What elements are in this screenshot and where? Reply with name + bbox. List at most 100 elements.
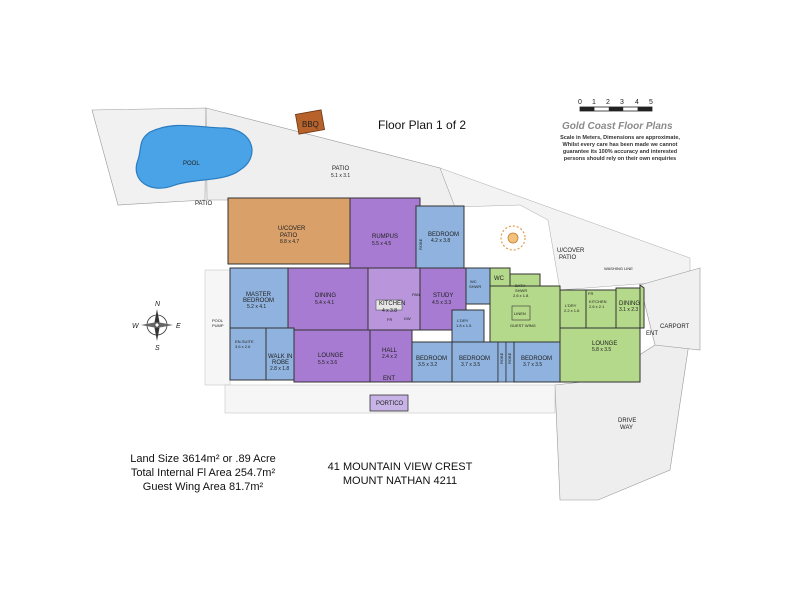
ent-front-label: ENT [383, 376, 395, 382]
carport-label: CARPORT [660, 324, 690, 330]
compass-e: E [176, 323, 181, 330]
robe-label-top: ROBE [418, 238, 423, 250]
room-linen [511, 305, 531, 321]
carport-area [639, 267, 701, 351]
study-name: STUDY [433, 293, 453, 299]
ucover-patio-dim: 8.8 x 4.7 [280, 239, 299, 245]
dining-dim: 5.4 x 4.1 [315, 300, 334, 306]
bedroom-1-dim: 3.5 x 3.2 [418, 362, 437, 368]
fr-label-guest: FR [588, 291, 593, 296]
walkin-name-2: ROBE [272, 360, 289, 366]
room-guest-dining [615, 287, 645, 329]
robe-label-b: ROBE [507, 352, 512, 364]
room-lounge [293, 329, 371, 383]
guest-wing-label: GUEST WING [510, 323, 536, 328]
ldry-dim: 1.8 x 1.5 [456, 323, 472, 328]
guest-ldry-name: L'DRY [565, 303, 577, 308]
guest-dining-dim: 3.1 x 2.3 [619, 307, 638, 313]
area-summary: Land Size 3614m² or .89 Acre Total Inter… [108, 452, 298, 494]
brand-disclaimer: Scale in Meters, Dimensions are approxim… [545, 135, 695, 163]
internal-area: Total Internal Fl Area 254.7m² [130, 467, 276, 479]
ucover-patio-right-label-2: PATIO [559, 255, 576, 261]
pool-pump-label-2: PUMP [212, 323, 224, 328]
portico-label: PORTICO [376, 401, 404, 407]
scale-tick-5: 5 [649, 99, 653, 106]
lounge-name: LOUNGE [318, 353, 343, 359]
scale-tick-3: 3 [620, 99, 624, 106]
bedroom-3-name: BEDROOM [521, 356, 552, 362]
master-name: MASTER [246, 292, 272, 298]
scale-bar [579, 106, 653, 112]
patio-top-label: PATIO [332, 166, 349, 172]
walkin-dim: 2.8 x 1.8 [270, 366, 289, 372]
brand-name: Gold Coast Floor Plans [562, 121, 673, 132]
room-bedroom-2 [451, 341, 499, 383]
guest-wing-area: Guest Wing Area 81.7m² [142, 481, 264, 493]
room-master [229, 267, 289, 329]
hall-name: HALL [382, 348, 398, 354]
address-line-2: MOUNT NATHAN 4211 [342, 475, 458, 487]
guest-ldry-dim: 2.2 x 1.6 [564, 308, 580, 313]
wc-guest-label: WC [494, 276, 505, 282]
disclaimer-line-3: guarantee its 100% accuracy and interest… [562, 149, 678, 155]
room-kitchen [367, 267, 421, 331]
tree-icon [500, 225, 526, 251]
bedroom-2-name: BEDROOM [459, 356, 490, 362]
room-ucover-patio [227, 197, 351, 265]
rumpus-dim: 5.5 x 4.5 [372, 241, 391, 247]
disclaimer-line-1: Scale in Meters, Dimensions are approxim… [560, 135, 680, 141]
compass-n: N [155, 301, 161, 308]
page-title: Floor Plan 1 of 2 [378, 118, 467, 132]
scale-tick-2: 2 [606, 99, 610, 106]
wc-shwr-name: WC [470, 279, 477, 284]
bedroom-top-dim: 4.2 x 3.8 [431, 238, 450, 244]
room-ldry [451, 309, 485, 343]
scale-tick-0: 0 [578, 99, 582, 106]
guest-dining-name: DINING [619, 301, 640, 307]
bath-name: BATH [515, 283, 525, 288]
ucover-patio-right-label: U/COVER [557, 248, 585, 254]
compass-w: W [132, 323, 140, 330]
guest-lounge-dim: 5.8 x 3.5 [592, 347, 611, 353]
ucover-patio-name-2: PATIO [280, 233, 297, 239]
ensuite-name: EN-SUITE [235, 339, 254, 344]
fr-label-main: FR [387, 317, 392, 322]
room-rumpus [349, 197, 421, 271]
hall-dim: 2.4 x 2 [382, 354, 397, 360]
guest-kitchen-dim: 2.6 x 2.1 [589, 304, 605, 309]
disclaimer-line-4: persons should rely on their own enquiri… [563, 156, 677, 162]
ent-guest-label: ENT [646, 331, 658, 337]
kitchen-dim: 4 x 3.8 [382, 308, 397, 314]
portico [369, 394, 409, 412]
bbq-box [294, 109, 326, 135]
bbq-label: BBQ [302, 120, 319, 129]
bath-name-2: SHWR [515, 288, 527, 293]
rumpus-name: RUMPUS [372, 234, 398, 240]
room-ensuite [229, 327, 267, 381]
room-walkin [265, 327, 295, 381]
way-label: WAY [620, 425, 633, 431]
linen-label: LINEN [514, 311, 526, 316]
bath-dim: 2.6 x 1.8 [513, 293, 529, 298]
pan-label: PAN [412, 292, 420, 297]
scale-tick-1: 1 [592, 99, 596, 106]
master-name-2: BEDROOM [243, 298, 274, 304]
pool-pump-label: POOL [212, 318, 224, 323]
master-dim: 5.2 x 4.1 [247, 304, 266, 310]
bedroom-2-dim: 3.7 x 3.5 [461, 362, 480, 368]
bedroom-top-name: BEDROOM [428, 232, 459, 238]
room-guest-lounge [559, 284, 645, 383]
guest-lounge-name: LOUNGE [592, 341, 617, 347]
room-bedroom-3 [513, 341, 561, 383]
land-size: Land Size 3614m² or .89 Acre [130, 453, 276, 465]
lounge-dim: 5.5 x 3.6 [318, 360, 337, 366]
dw-label: DW [404, 316, 411, 321]
ucover-patio-name: U/COVER [278, 226, 306, 232]
robe-label-a: ROBE [499, 352, 504, 364]
room-wc-shwr [465, 267, 491, 305]
drive-label: DRIVE [618, 418, 636, 424]
bedroom-1-name: BEDROOM [416, 356, 447, 362]
washing-line-label: WASHING LINE [604, 266, 633, 271]
ldry-name: L'DRY [457, 318, 469, 323]
